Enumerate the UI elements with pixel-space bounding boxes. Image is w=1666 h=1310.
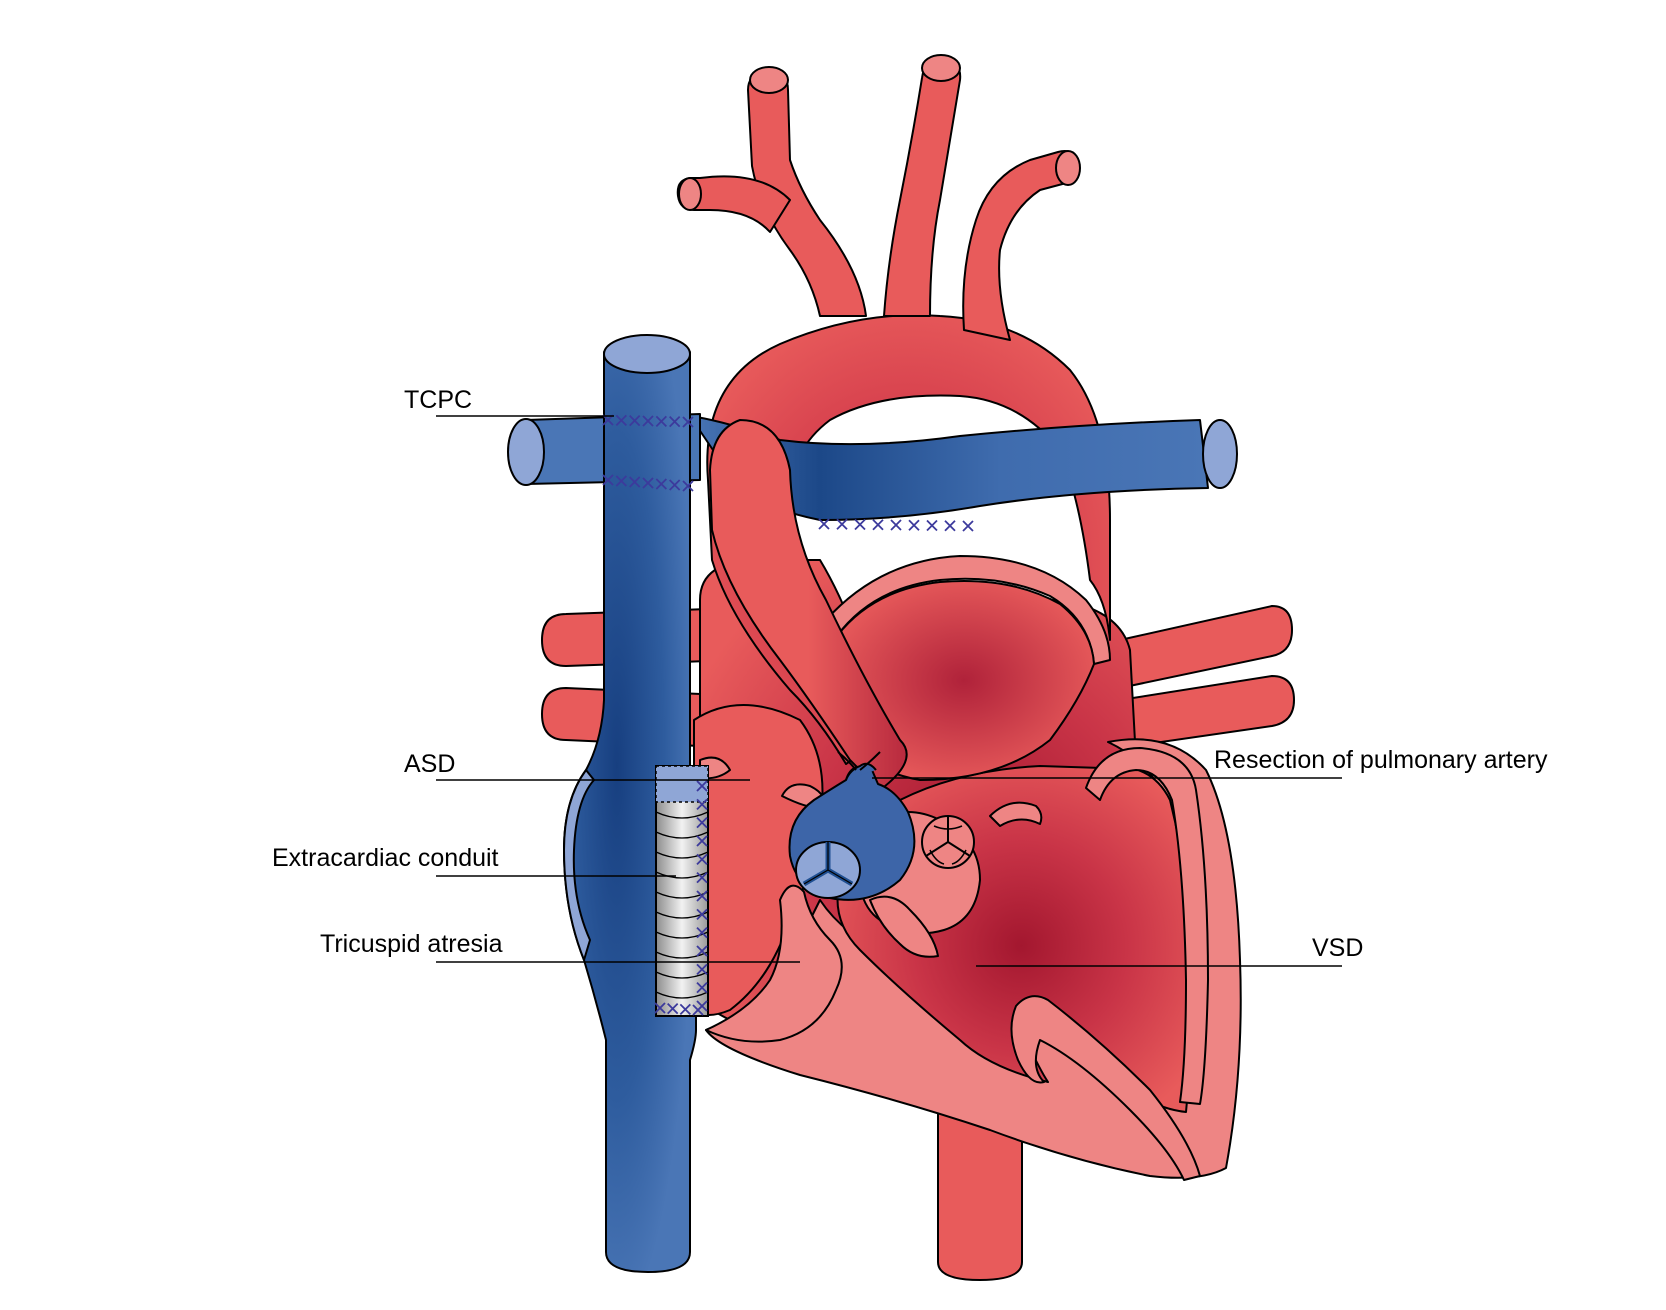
stitch-icon <box>655 415 667 427</box>
left-pulmonary-vein-lower <box>1119 675 1295 749</box>
extracardiac-conduit <box>655 765 709 1017</box>
ventricle-septal-rim <box>1085 747 1209 1105</box>
stitch-icon <box>642 415 654 427</box>
vessel-opening <box>678 177 702 211</box>
stitch-icon <box>696 927 708 939</box>
conduit-ring <box>655 971 709 979</box>
stitch-icon <box>667 1003 679 1015</box>
stitch-icon <box>696 835 708 847</box>
stitch-icon <box>818 518 830 530</box>
stitch-icon <box>696 872 708 884</box>
label-tcpc: TCPC <box>404 386 472 414</box>
stitch-icon <box>696 817 708 829</box>
stitch-icon <box>962 520 974 532</box>
stitch-icon <box>679 1003 691 1015</box>
left-atrium-lobe <box>825 555 1111 665</box>
stitch-icon <box>669 479 681 491</box>
left-pulmonary-vein-upper <box>1119 605 1293 689</box>
papillary-muscle <box>1010 995 1201 1181</box>
stitch-icon <box>696 780 708 792</box>
stitch-icon <box>642 477 654 489</box>
stitch-icon <box>890 519 902 531</box>
stitch-icon <box>696 982 708 994</box>
tricuspid-atresia-region <box>705 884 843 1043</box>
stitch-icon <box>629 415 641 427</box>
vessel-opening <box>1055 150 1081 186</box>
septal-band <box>869 895 939 958</box>
aortic-valve-icon <box>921 815 975 869</box>
pulmonary-artery-stump <box>788 751 916 901</box>
stitch-icon <box>669 416 681 428</box>
stitch-icon <box>696 853 708 865</box>
mitral-leaflet <box>989 801 1043 827</box>
pulmonary-artery-left-opening <box>1202 419 1238 489</box>
stitch-icon <box>682 416 694 428</box>
svc-opening <box>603 334 691 374</box>
stitch-icon <box>692 1004 704 1016</box>
stitch-icon <box>854 518 866 531</box>
left-carotid-artery <box>883 59 962 317</box>
conduit-ring <box>655 851 709 859</box>
stitch-icon <box>629 476 641 488</box>
suture-stitches <box>602 414 974 1016</box>
conduit-ring <box>655 991 709 999</box>
ivc-side-shading <box>563 769 595 961</box>
label-vsd: VSD <box>1312 934 1363 962</box>
stitch-icon <box>615 475 627 487</box>
vessel-opening <box>749 66 789 94</box>
label-extracardiac-conduit: Extracardiac conduit <box>272 844 499 872</box>
stitch-icon <box>682 480 694 492</box>
label-resection-pulmonary-artery: Resection of pulmonary artery <box>1214 746 1548 774</box>
stitch-icon <box>655 478 667 490</box>
stitch-icon <box>696 945 708 957</box>
stitch-icon <box>654 1002 666 1014</box>
stitch-icon <box>926 519 938 532</box>
ascending-aorta-front <box>709 419 908 791</box>
label-asd: ASD <box>404 750 455 778</box>
stitch-icon <box>944 520 956 532</box>
conduit-ring <box>655 871 709 879</box>
pulmonary-artery-right-opening <box>507 418 545 486</box>
left-atrium-inner <box>833 579 1095 781</box>
stitch-icon <box>615 414 627 426</box>
conduit-ring <box>655 811 709 819</box>
stitch-icon <box>602 474 614 486</box>
right-subclavian-artery <box>676 175 791 233</box>
vessel-opening <box>921 54 961 82</box>
stitch-icon <box>696 890 708 902</box>
stitch-icon <box>908 519 920 531</box>
conduit-ring <box>655 831 709 839</box>
stitch-icon <box>872 519 884 531</box>
stitch-icon <box>696 963 708 975</box>
stitch-icon <box>836 518 848 530</box>
label-tricuspid-atresia: Tricuspid atresia <box>320 930 503 958</box>
stitch-icon <box>696 908 708 920</box>
stitch-icon <box>696 798 708 810</box>
